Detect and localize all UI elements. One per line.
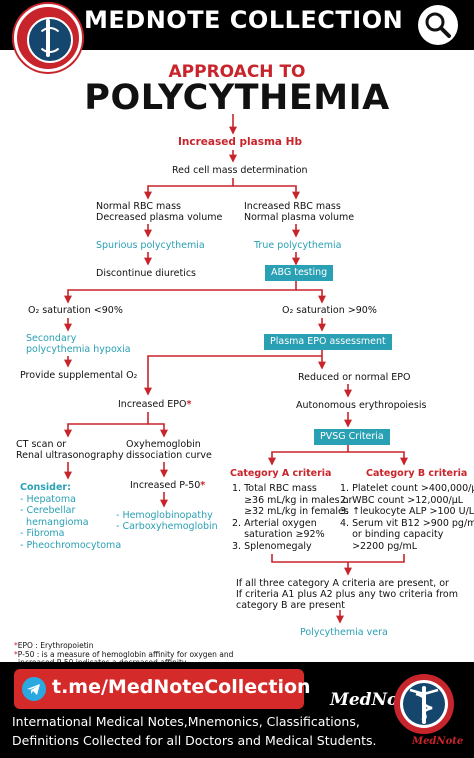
consider-item: hemangioma: [26, 516, 89, 528]
oxyhemoglobin-line2: dissociation curve: [126, 450, 212, 461]
ct-scan-line1: CT scan or: [16, 439, 67, 450]
consider-item: - Fibroma: [20, 528, 65, 539]
carboxyhemoglobin: - Carboxyhemoglobin: [116, 521, 218, 532]
category-b-list: 1. Platelet count >400,000/µL 2. WBC cou…: [340, 483, 474, 552]
telegram-link-button[interactable]: [14, 669, 304, 709]
pvsg-criteria-box: PVSG Criteria: [314, 429, 390, 445]
all-three-line3: category B are present: [236, 600, 346, 611]
magnifier-icon: [418, 5, 458, 45]
autonomous-erythropoiesis: Autonomous erythropoiesis: [296, 400, 427, 411]
category-b-item: >2200 pg/mL: [340, 540, 418, 552]
increased-epo: Increased EPO*: [118, 399, 192, 410]
category-a-item: ≥36 mL/kg in males or: [232, 494, 353, 506]
o2-saturation-high: O₂ saturation >90%: [282, 305, 377, 316]
category-a-item: 1. Total RBC mass: [232, 483, 317, 494]
caduceus-logo-icon: [394, 674, 454, 734]
all-three-line1: If all three category A criteria are pre…: [236, 578, 449, 589]
oxyhemoglobin-line1: Oxyhemoglobin: [126, 439, 201, 450]
abg-testing-box: ABG testing: [265, 265, 334, 281]
telegram-link-text[interactable]: t.me/MedNoteCollection: [52, 676, 311, 698]
reduced-or-normal-epo: Reduced or normal EPO: [298, 372, 411, 383]
footnote-epo: *EPO : Erythropoietin: [14, 641, 94, 650]
consider-list: Consider: - Hepatoma - Cerebellar hemang…: [20, 482, 121, 551]
true-polycythemia: True polycythemia: [254, 240, 342, 251]
secondary-polycythemia-line2: polycythemia hypoxia: [26, 344, 131, 355]
page-title: POLYCYTHEMIA: [84, 78, 390, 118]
category-b-item: 3. ↑leukocyte ALP >100 U/L: [340, 506, 474, 517]
telegram-icon: [22, 677, 46, 701]
category-a-item: ≥32 mL/kg in females: [232, 506, 349, 517]
hemoglobinopathy: - Hemoglobinopathy: [116, 510, 213, 521]
category-b-item: 1. Platelet count >400,000/µL: [340, 483, 474, 494]
all-three-line2: If criteria A1 plus A2 plus any two crit…: [236, 589, 458, 600]
footer-tagline-line1: International Medical Notes,Mnemonics, C…: [12, 714, 360, 729]
discontinue-diuretics: Discontinue diuretics: [96, 268, 197, 279]
category-a-title: Category A criteria: [230, 468, 332, 479]
increased-plasma-hb: Increased plasma Hb: [178, 136, 302, 148]
ct-scan-line2: Renal ultrasonography: [16, 450, 124, 461]
provide-supplemental-o2: Provide supplemental O₂: [20, 370, 138, 381]
consider-item: - Pheochromocytoma: [20, 539, 122, 551]
logo-caption: MedNote: [412, 736, 464, 747]
increased-p50: Increased P-50*: [130, 480, 206, 491]
category-b-item: 4. Serum vit B12 >900 pg/mL,: [340, 517, 474, 529]
secondary-polycythemia-line1: Secondary: [26, 333, 77, 344]
caduceus-logo-icon: [14, 4, 82, 72]
category-b-item: or binding capacity: [340, 529, 444, 540]
increased-rbc-mass: Increased RBC mass: [244, 201, 341, 212]
spurious-polycythemia: Spurious polycythemia: [96, 240, 205, 251]
o2-saturation-low: O₂ saturation <90%: [28, 305, 123, 316]
normal-plasma-volume: Normal plasma volume: [244, 212, 355, 223]
category-a-item: saturation ≥92%: [232, 529, 325, 540]
plasma-epo-assessment-box: Plasma EPO assessment: [264, 334, 392, 350]
page-kicker: APPROACH TO: [168, 62, 306, 82]
footer-tagline-line2: Definitions Collected for all Doctors an…: [12, 733, 377, 748]
footnote-p50: *P-50 : is a measure of hemoglobin affin…: [14, 650, 234, 659]
red-cell-mass-determination: Red cell mass determination: [172, 165, 308, 176]
brand-title: MEDNOTE COLLECTION: [84, 6, 404, 34]
normal-rbc-mass: Normal RBC mass: [96, 201, 181, 212]
decreased-plasma-volume: Decreased plasma volume: [96, 212, 223, 223]
consider-item: - Hepatoma: [20, 493, 76, 505]
category-a-item: 3. Splenomegaly: [232, 540, 312, 552]
category-a-item: 2. Arterial oxygen: [232, 517, 317, 529]
category-b-title: Category B criteria: [366, 468, 468, 479]
polycythemia-vera: Polycythemia vera: [300, 627, 388, 638]
consider-item: - Cerebellar: [20, 505, 76, 516]
consider-title: Consider:: [20, 482, 71, 493]
category-b-item: 2. WBC count >12,000/µL: [340, 494, 464, 506]
category-a-list: 1. Total RBC mass ≥36 mL/kg in males or …: [232, 483, 352, 552]
